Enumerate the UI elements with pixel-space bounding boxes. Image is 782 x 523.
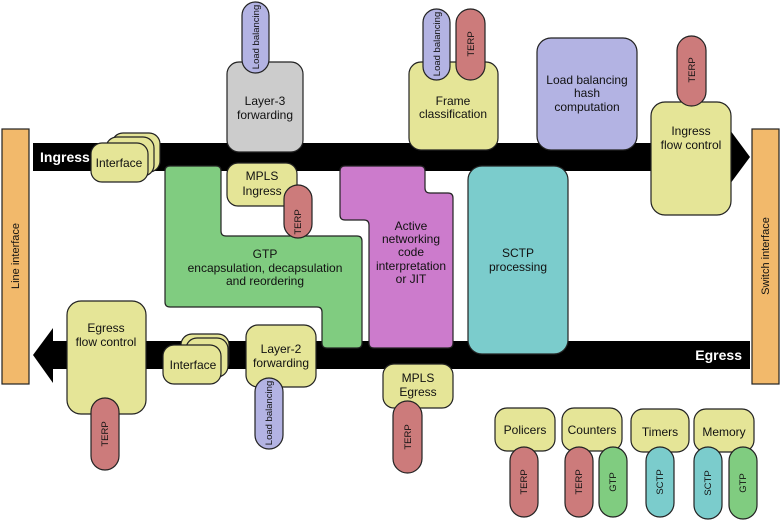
counters-label: Counters xyxy=(568,423,617,437)
timers-label: Timers xyxy=(642,425,678,439)
policers-label: Policers xyxy=(504,423,547,437)
terp-pill: TERP xyxy=(564,446,594,518)
memory-label: Memory xyxy=(702,425,745,439)
sctp-label-1: SCTP xyxy=(502,246,534,260)
active-net-label-3: code xyxy=(398,245,424,259)
pill-label: SCTP xyxy=(703,470,714,495)
lb-hash-computation-block: Load balancing hash computation xyxy=(536,37,638,151)
mpls-egress-label-1: MPLS xyxy=(402,371,435,385)
pill-label: Load balancing xyxy=(264,381,275,445)
load-balancing-pill: Load balancing xyxy=(241,1,270,74)
gtp-pill: GTP xyxy=(728,446,758,520)
switch-interface-label: Switch interface xyxy=(760,217,772,295)
gtp-pill: GTP xyxy=(598,446,628,518)
load-balancing-pill: Load balancing xyxy=(422,8,451,81)
ingress-flow-control-block: Ingress flow control xyxy=(650,101,732,216)
pill-label: TERP xyxy=(519,469,530,494)
lb-hash-label-2: hash xyxy=(574,86,600,100)
egress-flow-control-block: Egress flow control xyxy=(66,300,147,415)
terp-pill: TERP xyxy=(392,400,423,474)
gtp-label-2: encapsulation, decapsulation xyxy=(188,261,343,275)
interface-ingress-stack: Interface xyxy=(90,132,161,183)
policers-block: Policers xyxy=(494,407,556,452)
layer3-forwarding-block: Layer-3 forwarding xyxy=(226,61,304,153)
layer3-label-2: forwarding xyxy=(237,108,293,122)
frame-class-label-2: classification xyxy=(419,107,487,121)
terp-pill: TERP xyxy=(509,446,539,518)
switch-interface-bar: Switch interface xyxy=(751,128,780,385)
line-interface-label: Line interface xyxy=(10,223,22,289)
egress-bus-label: Egress xyxy=(695,347,742,363)
gtp-block: GTP encapsulation, decapsulation and reo… xyxy=(164,165,363,349)
interface-egress-stack: Interface xyxy=(162,333,230,385)
sctp-pill: SCTP xyxy=(693,446,723,520)
terp-pill: TERP xyxy=(283,184,313,239)
sctp-label-2: processing xyxy=(489,260,547,274)
terp-pill: TERP xyxy=(90,397,120,471)
lb-hash-label-3: computation xyxy=(554,100,619,114)
layer2-label-1: Layer-2 xyxy=(261,342,302,356)
counters-block: Counters xyxy=(561,407,623,452)
interface-ingress-label: Interface xyxy=(96,156,143,170)
pill-label: Load balancing xyxy=(251,5,262,69)
pill-label: SCTP xyxy=(655,469,666,494)
egress-fc-label-2: flow control xyxy=(76,335,137,349)
pill-label: TERP xyxy=(574,469,585,494)
layer2-label-2: forwarding xyxy=(253,356,309,370)
active-net-label-2: networking xyxy=(382,232,440,246)
layer2-forwarding-block: Layer-2 forwarding xyxy=(245,324,317,388)
pill-label: GTP xyxy=(608,472,619,492)
ingress-fc-label-2: flow control xyxy=(661,138,722,152)
interface-egress-label: Interface xyxy=(170,358,217,372)
pill-label: TERP xyxy=(687,57,698,82)
pill-label: Load balancing xyxy=(432,12,443,76)
terp-pill: TERP xyxy=(455,8,486,81)
terp-pill: TERP xyxy=(676,35,707,107)
frame-class-label-1: Frame xyxy=(436,94,471,108)
lb-hash-label-1: Load balancing xyxy=(546,73,627,87)
gtp-label-1: GTP xyxy=(253,247,278,261)
mpls-ingress-label-1: MPLS xyxy=(246,169,279,183)
active-networking-block: Active networking code interpretation or… xyxy=(339,165,454,349)
active-net-label-4: interpretation xyxy=(376,259,446,273)
layer3-label-1: Layer-3 xyxy=(245,94,286,108)
mpls-egress-label-2: Egress xyxy=(399,385,436,399)
gtp-label-3: and reordering xyxy=(226,274,304,288)
pill-label: TERP xyxy=(100,421,111,446)
mpls-ingress-label-2: Ingress xyxy=(242,184,281,198)
ingress-fc-label-1: Ingress xyxy=(671,124,710,138)
active-net-label-1: Active xyxy=(395,219,428,233)
sctp-pill: SCTP xyxy=(645,446,675,518)
active-net-label-5: or JIT xyxy=(396,272,427,286)
frame-classification-block: Frame classification xyxy=(408,61,499,151)
memory-block: Memory xyxy=(693,408,755,453)
line-interface-bar: Line interface xyxy=(1,128,30,385)
ingress-bus-label: Ingress xyxy=(40,149,90,165)
pill-label: TERP xyxy=(403,424,414,449)
timers-block: Timers xyxy=(630,408,690,453)
mpls-egress-block: MPLS Egress xyxy=(382,363,454,409)
sctp-processing-block: SCTP processing xyxy=(467,165,569,355)
egress-fc-label-1: Egress xyxy=(87,321,124,335)
pill-label: GTP xyxy=(738,473,749,493)
load-balancing-pill: Load balancing xyxy=(254,377,284,450)
pill-label: TERP xyxy=(466,31,477,56)
pill-label: TERP xyxy=(293,209,304,234)
